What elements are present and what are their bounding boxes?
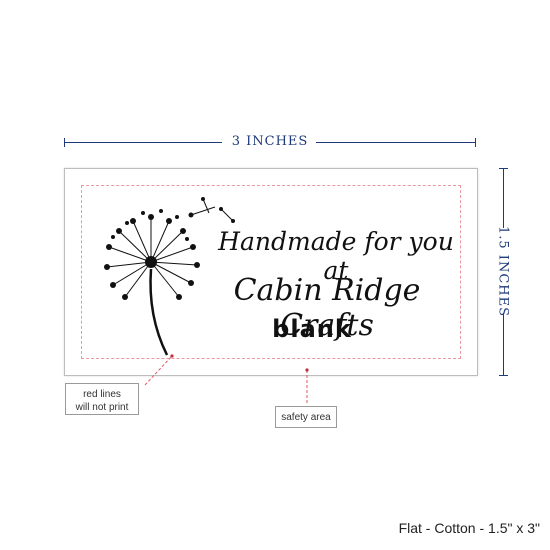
label-line-blank: blank	[272, 315, 352, 343]
width-dimension-cap-right	[475, 138, 476, 147]
red-lines-callout: red lines will not print	[65, 383, 139, 415]
red-lines-callout-line2: will not print	[75, 402, 129, 413]
width-dimension-label: 3 INCHES	[231, 134, 309, 149]
height-dimension-line-bottom	[503, 314, 504, 376]
width-dimension-line-left	[64, 142, 222, 143]
height-dimension-label: 1.5 INCHES	[495, 226, 511, 317]
label-line-handmade: Handmade for you at	[218, 227, 454, 285]
height-dimension-cap-bottom	[499, 375, 508, 376]
height-dimension-line-top	[503, 168, 504, 228]
product-caption: Flat - Cotton - 1.5" x 3"	[398, 520, 540, 536]
safety-area-border	[81, 185, 461, 359]
red-lines-callout-line1: red lines	[83, 389, 121, 400]
width-dimension: 3 INCHES	[64, 134, 476, 149]
height-dimension: 1.5 INCHES	[496, 168, 511, 376]
label-line-shop-name: Cabin Ridge Crafts	[233, 273, 421, 343]
label-card: Handmade for you at Cabin Ridge Crafts b…	[64, 168, 478, 376]
width-dimension-line-right	[316, 142, 476, 143]
dandelion-icon	[104, 197, 235, 356]
safety-area-callout: safety area	[275, 406, 337, 428]
